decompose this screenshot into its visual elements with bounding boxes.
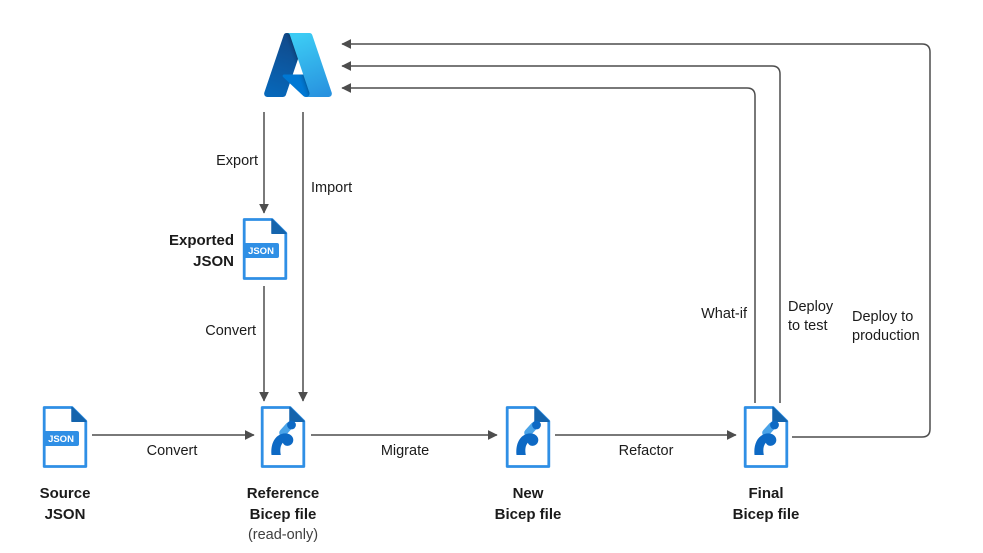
- reference-bicep-note: (read-only): [247, 527, 319, 543]
- source-json-caption-line1: Source: [39, 485, 91, 502]
- folded-corner: [772, 406, 788, 423]
- edge-label-convert-from-exported: Convert: [205, 323, 256, 339]
- edge-label-deploy-to-test: Deploy to test: [788, 298, 833, 336]
- final-bicep-file-icon: [743, 406, 789, 473]
- edge-label-export: Export: [216, 153, 258, 169]
- edge-label-import: Import: [311, 180, 353, 196]
- deploy-test-line1: Deploy: [788, 299, 834, 315]
- bicep-arm-icon: [271, 420, 296, 455]
- json-badge-text: JSON: [248, 246, 274, 257]
- folded-corner: [71, 406, 87, 423]
- json-badge: [43, 431, 79, 446]
- edge-whatif-line: [341, 83, 756, 403]
- reference-bicep-caption-line1: Reference: [246, 485, 320, 502]
- new-bicep-caption-line1: New: [512, 485, 544, 502]
- reference-bicep-caption: Reference Bicep file (read-only): [208, 483, 358, 546]
- source-json-caption-line2: JSON: [44, 506, 86, 523]
- source-json-caption: Source JSON: [0, 483, 130, 525]
- deploy-prod-line1: Deploy to: [852, 309, 914, 325]
- azure-icon: [264, 33, 332, 97]
- bicep-arm-icon: [754, 420, 779, 455]
- folded-corner: [271, 218, 287, 235]
- exported-json-caption-line1: Exported: [168, 232, 234, 249]
- json-file-icon: JSON: [42, 406, 88, 468]
- folded-corner: [289, 406, 305, 423]
- azure-logo: [261, 28, 335, 102]
- new-bicep-caption: New Bicep file: [453, 483, 603, 525]
- bicep-arm-icon: [516, 420, 541, 455]
- json-badge-text: JSON: [48, 434, 74, 445]
- final-bicep-caption-line1: Final: [748, 485, 784, 502]
- final-bicep-caption: Final Bicep file: [691, 483, 841, 525]
- exported-json-file-icon: JSON: [242, 218, 288, 285]
- exported-json-caption-line2: JSON: [193, 253, 234, 270]
- edge-label-refactor: Refactor: [618, 443, 674, 459]
- final-bicep-caption-line2: Bicep file: [732, 506, 800, 523]
- reference-bicep-file-icon: [260, 406, 306, 473]
- bicep-file-icon: [260, 406, 306, 468]
- deploy-prod-line2: production: [852, 328, 920, 344]
- exported-json-caption: Exported JSON: [116, 230, 234, 272]
- edge-label-migrate: Migrate: [380, 443, 430, 459]
- bicep-file-icon: [743, 406, 789, 468]
- json-file-icon: JSON: [242, 218, 288, 280]
- new-bicep-file-icon: [505, 406, 551, 473]
- json-badge: [243, 243, 279, 258]
- deploy-test-line2: to test: [788, 318, 828, 334]
- edge-label-convert-from-source: Convert: [146, 443, 198, 459]
- edge-deploy-test-line: [341, 61, 781, 403]
- new-bicep-caption-line2: Bicep file: [494, 506, 562, 523]
- edge-deploy-production-line: [341, 39, 931, 438]
- edge-label-what-if: What-if: [701, 306, 747, 322]
- reference-bicep-caption-line2: Bicep file: [249, 506, 317, 523]
- edge-label-deploy-to-production: Deploy to production: [852, 308, 920, 346]
- source-json-file-icon: JSON: [42, 406, 88, 473]
- bicep-file-icon: [505, 406, 551, 468]
- folded-corner: [534, 406, 550, 423]
